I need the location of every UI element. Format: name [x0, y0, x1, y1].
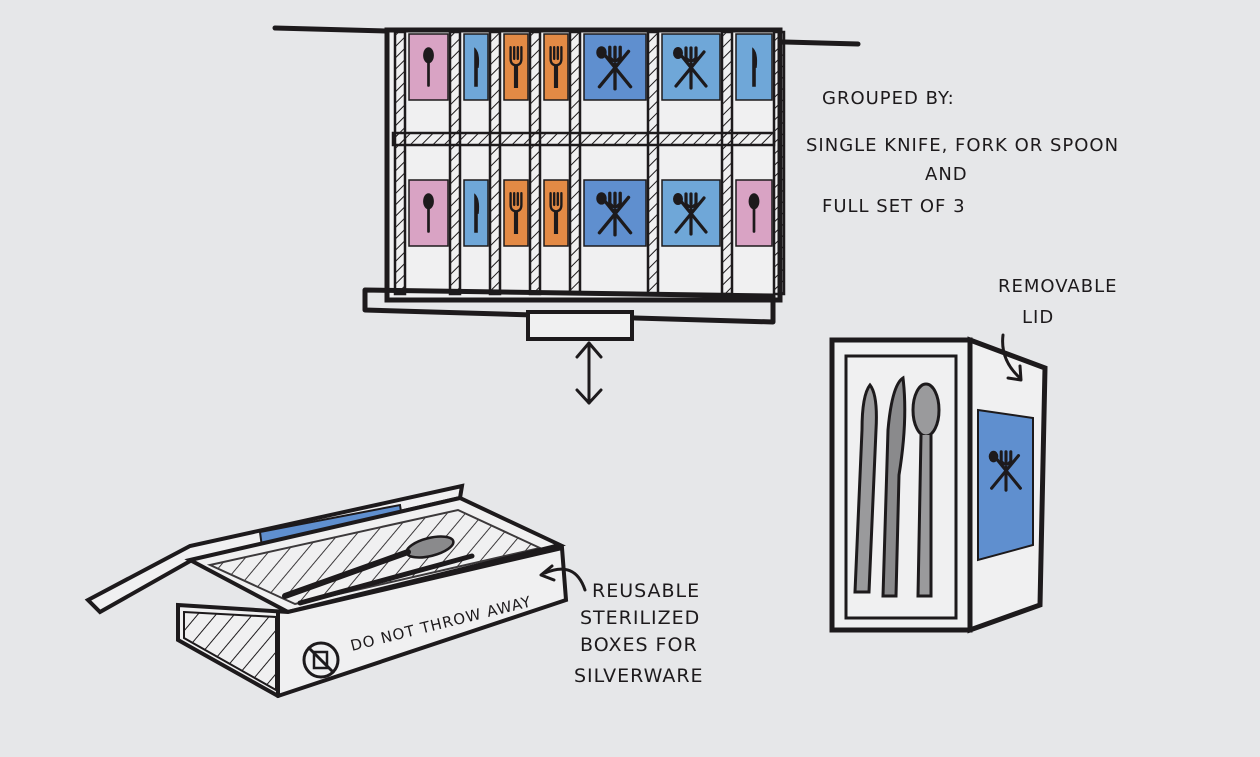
drawer-divider	[568, 30, 582, 296]
compartment-card	[735, 179, 773, 247]
upright-silverware-box	[829, 336, 1048, 634]
note-single-item: SINGLE KNIFE, FORK OR SPOON	[806, 135, 1119, 156]
open-silverware-box: DO NOT THROW AWAY	[84, 483, 587, 699]
note-removable: REMOVABLE	[998, 276, 1118, 297]
drawer-compartments	[408, 33, 773, 247]
removable-lid-note: REMOVABLE LID	[998, 276, 1118, 382]
note-boxes-for: BOXES FOR	[580, 634, 698, 656]
lid-pointer-arrow	[1001, 333, 1023, 382]
grouped-by-note: GROUPED BY: SINGLE KNIFE, FORK OR SPOON …	[806, 88, 1119, 217]
drawer-dividers	[393, 30, 786, 296]
cutlery-drawer	[272, 25, 861, 405]
note-and: AND	[925, 164, 968, 185]
note-lid: LID	[1022, 307, 1054, 328]
note-reusable: REUSABLE	[592, 580, 700, 602]
no-trash-icon	[302, 641, 340, 679]
note-full-set: FULL SET OF 3	[822, 196, 966, 217]
drawer-divider	[528, 30, 542, 296]
reusable-note: REUSABLE STERILIZED BOXES FOR SILVERWARE	[574, 580, 704, 687]
drawer-divider	[720, 30, 734, 296]
pointer-arrow	[539, 564, 587, 592]
drawer-divider	[448, 30, 462, 296]
drawer-divider	[772, 30, 786, 296]
drawer-divider	[488, 30, 502, 296]
drawer-divider	[646, 30, 660, 296]
note-sterilized: STERILIZED	[580, 607, 700, 629]
compartment-card	[735, 33, 773, 101]
note-silverware: SILVERWARE	[574, 665, 704, 687]
boxed-silverware	[853, 375, 941, 598]
double-arrow-icon	[575, 341, 603, 405]
drawer-divider	[393, 30, 407, 296]
note-grouped-by: GROUPED BY:	[822, 88, 955, 109]
